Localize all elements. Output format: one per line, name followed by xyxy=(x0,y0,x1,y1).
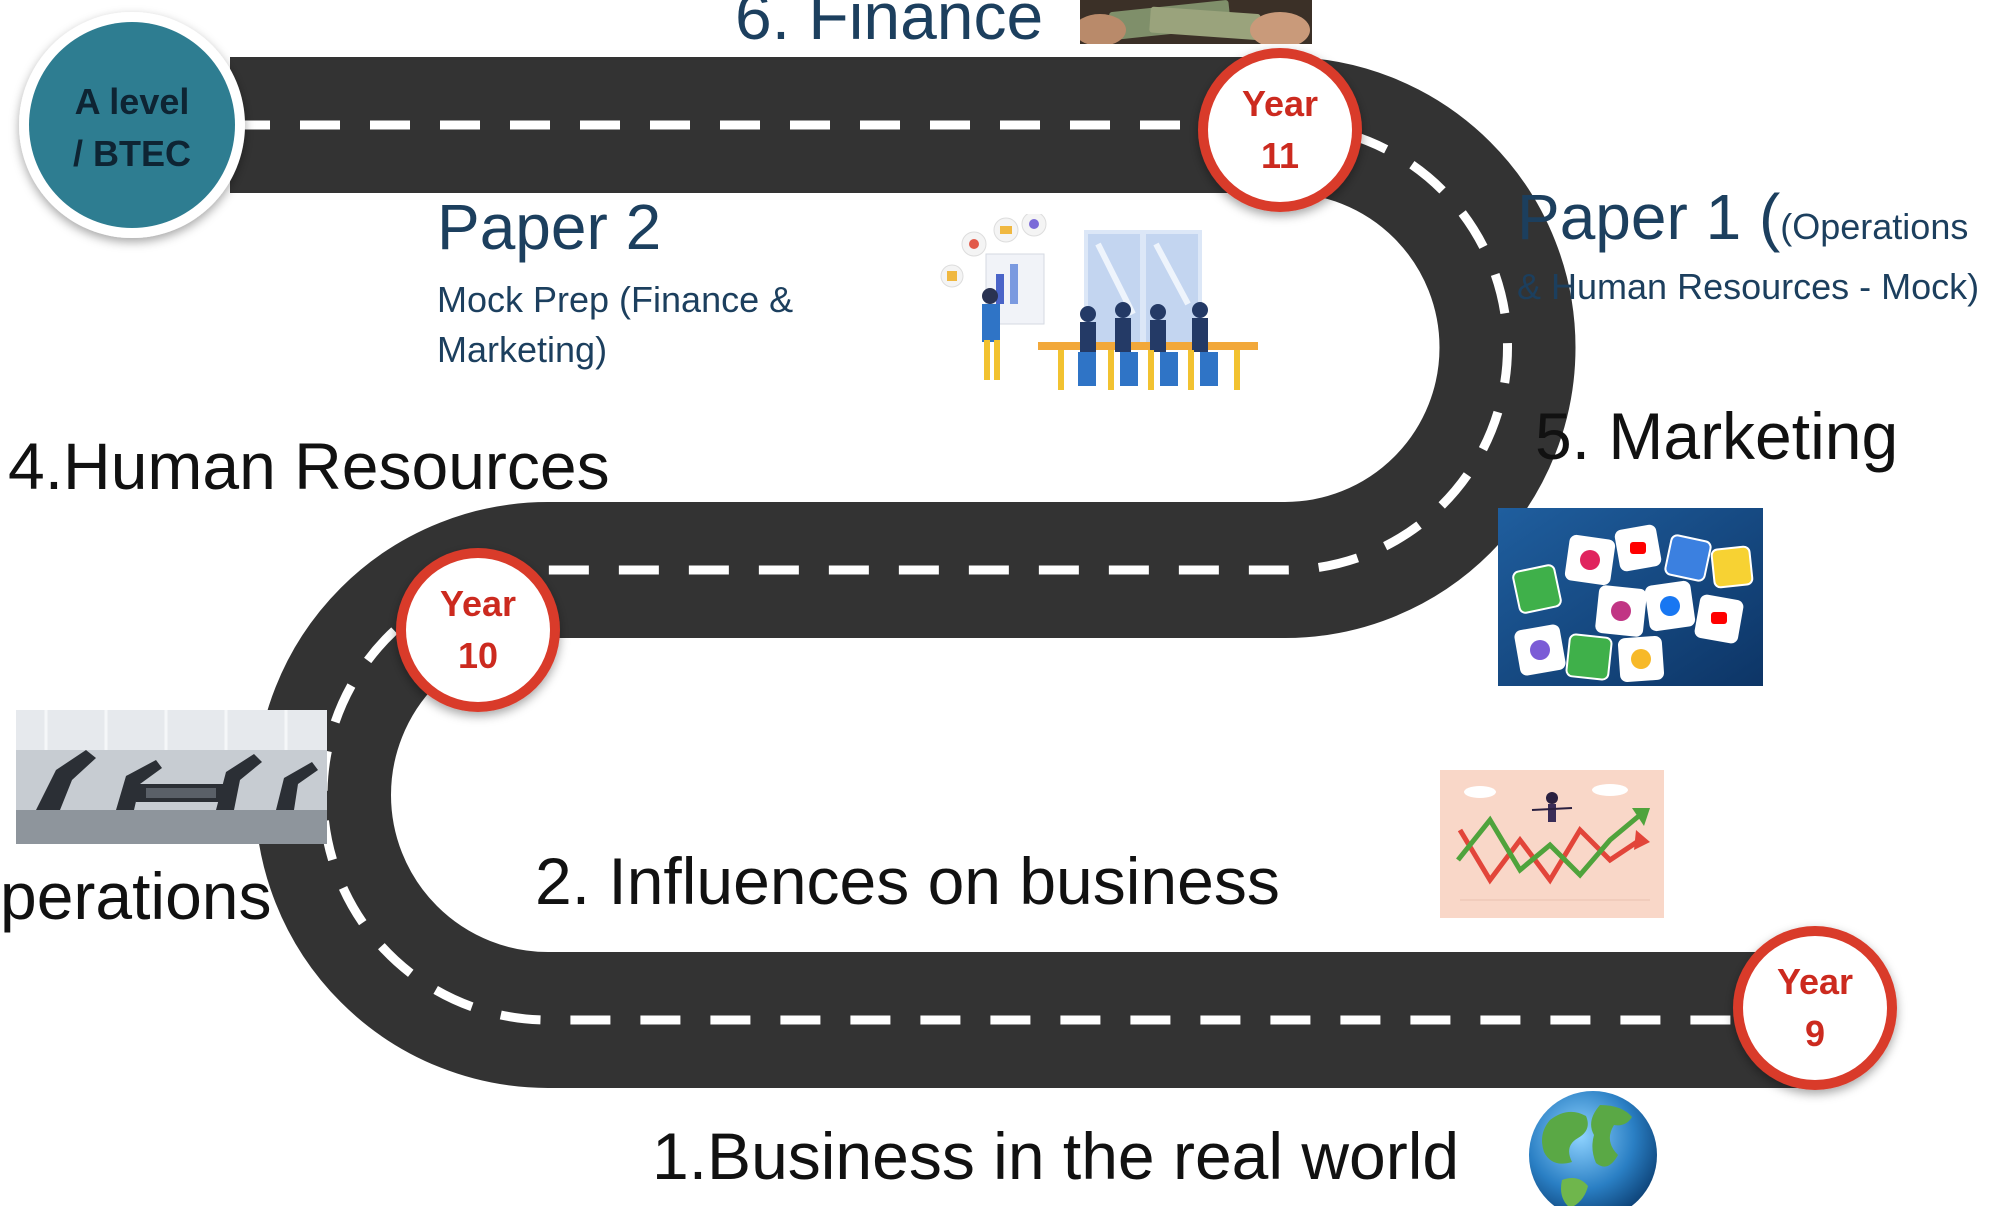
topic-human-resources: 4.Human Resources xyxy=(8,429,610,503)
milestone-year-10: Year 10 xyxy=(398,578,558,682)
start-label: A level / BTEC xyxy=(52,76,212,180)
road-center-dashes xyxy=(230,120,1800,1025)
milestone-year-11: Year 11 xyxy=(1200,78,1360,182)
milestone-year-11-line1: Year xyxy=(1241,83,1319,124)
paper-1-title-main: Paper 1 ( xyxy=(1517,181,1781,253)
milestone-year-11-line2: 11 xyxy=(1260,135,1300,176)
topic-finance: 6. Finance xyxy=(735,0,1044,53)
paper-2-subtitle: Mock Prep (Finance & Marketing) xyxy=(437,275,857,375)
paper-2-title: Paper 2 xyxy=(437,191,662,263)
milestone-year-9-circle xyxy=(1733,926,1897,1090)
globe-icon xyxy=(1529,1091,1657,1206)
start-marker xyxy=(19,12,245,238)
milestone-year-9: Year 9 xyxy=(1735,956,1895,1060)
paper-1-title-small: (Operations xyxy=(1780,206,1969,247)
paper-2-subtitle-line1: Mock Prep (Finance & xyxy=(437,279,794,320)
paper-1-title: Paper 1 ((Operations xyxy=(1517,180,1968,254)
paper-2-subtitle-line2: Marketing) xyxy=(437,329,608,370)
operations-factory-photo xyxy=(16,710,327,844)
team-meeting-illustration xyxy=(938,214,1266,394)
milestone-year-10-line2: 10 xyxy=(457,635,499,676)
influences-chart-illustration xyxy=(1440,770,1664,918)
topic-influences: 2. Influences on business xyxy=(535,844,1280,918)
finance-money-photo xyxy=(1080,0,1312,44)
topic-marketing: 5. Marketing xyxy=(1535,399,1899,473)
topic-operations: perations xyxy=(0,859,272,933)
milestone-year-11-circle xyxy=(1198,48,1362,212)
milestone-year-9-line1: Year xyxy=(1776,961,1854,1002)
marketing-social-media-photo xyxy=(1498,508,1763,686)
topic-real-world: 1.Business in the real world xyxy=(652,1119,1460,1193)
start-label-line2: / BTEC xyxy=(72,133,191,174)
paper-1-subtitle: & Human Resources - Mock) xyxy=(1517,266,1980,307)
start-label-line1: A level xyxy=(74,81,190,122)
milestone-year-10-circle xyxy=(396,548,560,712)
milestone-year-10-line1: Year xyxy=(439,583,517,624)
milestone-year-9-line2: 9 xyxy=(1804,1013,1826,1054)
